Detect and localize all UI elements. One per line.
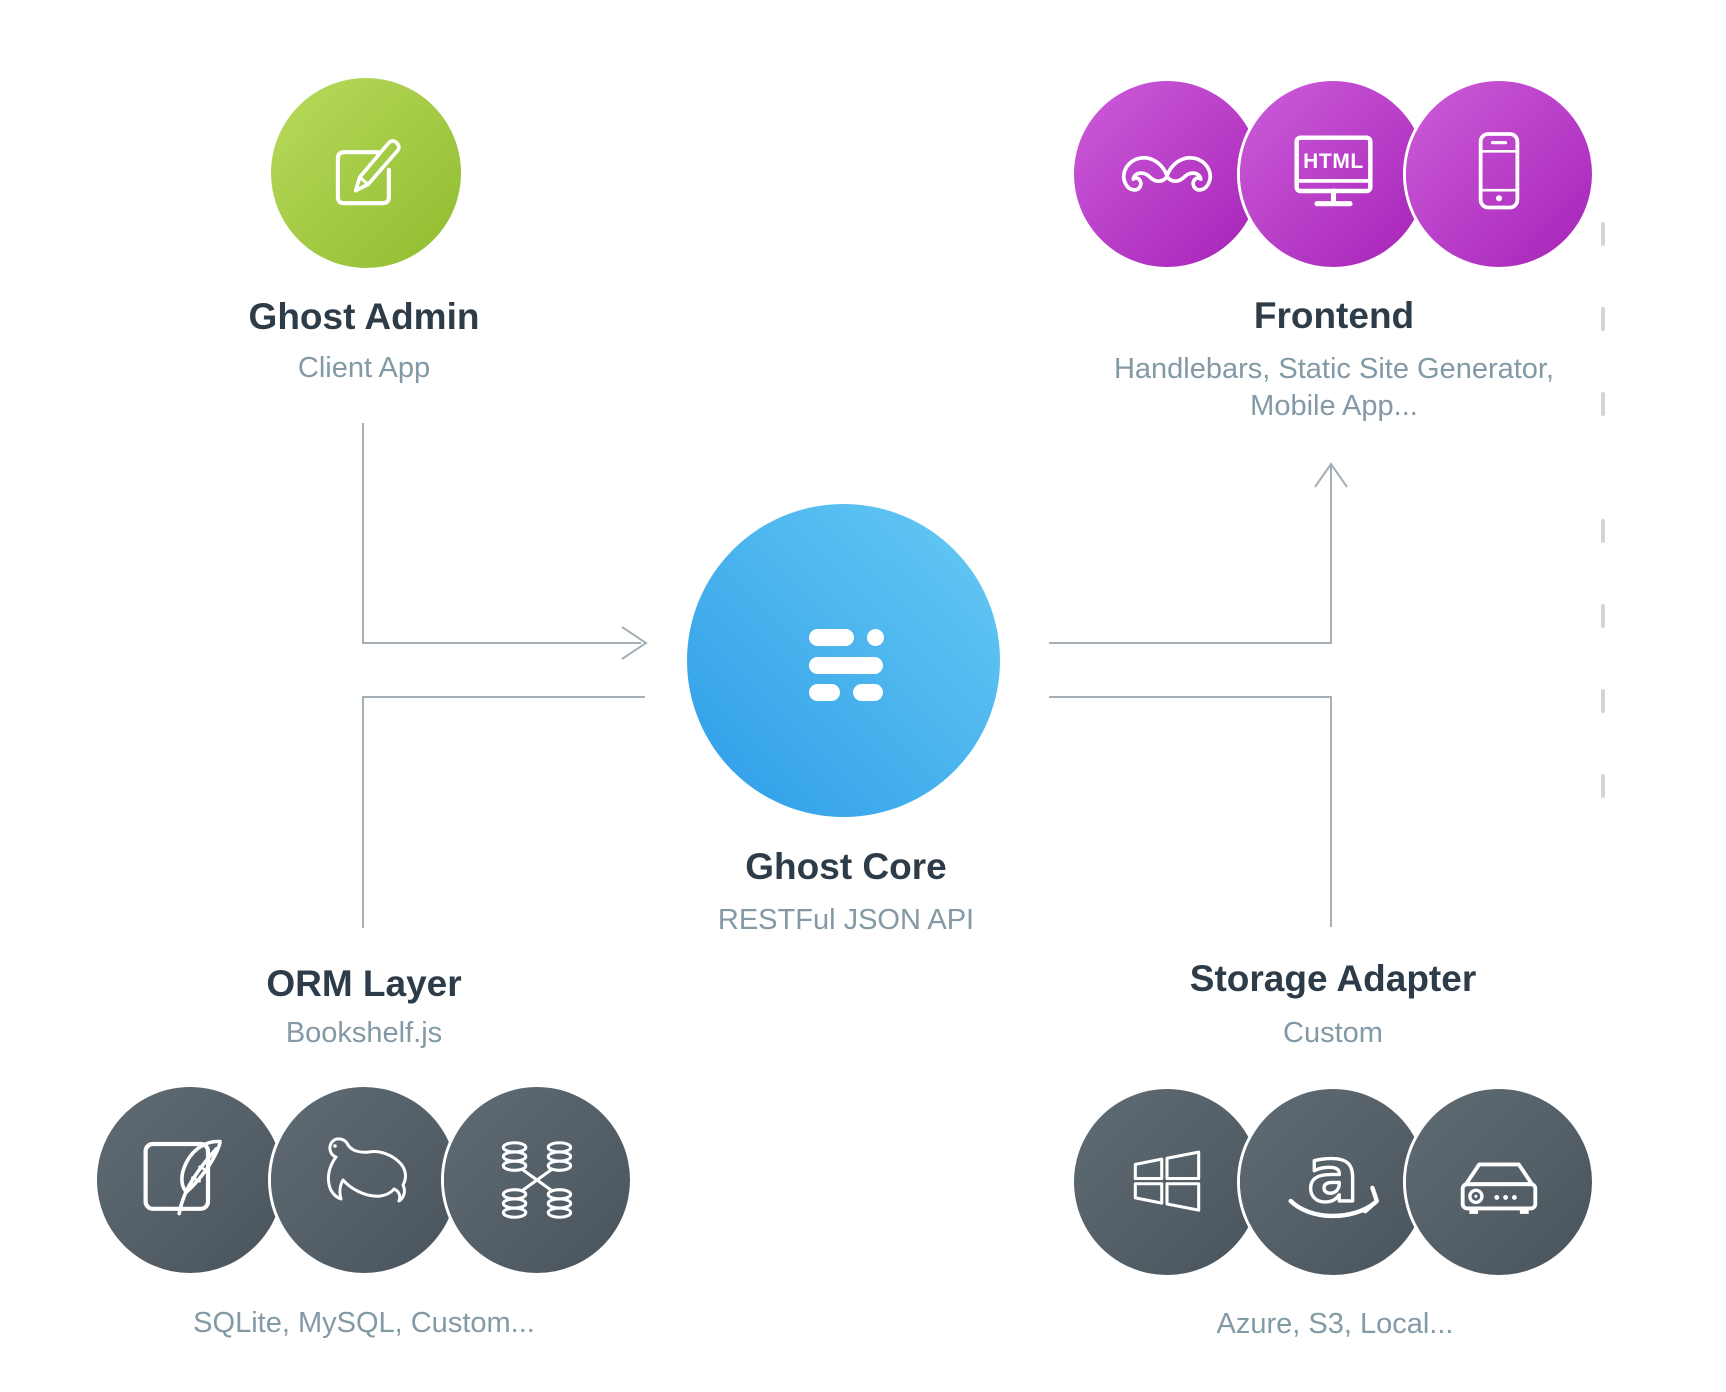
frontend-node-handlebars — [1074, 81, 1260, 267]
ghost-core-title: Ghost Core — [745, 846, 947, 887]
amazon-icon: a — [1288, 1129, 1379, 1221]
line-core-to-frontend — [1049, 465, 1332, 644]
arrowhead-right-icon — [621, 626, 648, 660]
ghost-core-logo-icon — [687, 504, 1000, 817]
storage-node-s3: a — [1240, 1089, 1426, 1275]
orm-layer-caption: SQLite, MySQL, Custom... — [193, 1307, 535, 1339]
database-cluster-icon — [501, 1141, 573, 1219]
amazon-letter: a — [1307, 1131, 1358, 1219]
storage-adapter-title: Storage Adapter — [1189, 958, 1477, 999]
orm-node-sqlite — [97, 1087, 283, 1273]
smartphone-icon — [1478, 132, 1520, 210]
compose-icon — [335, 139, 401, 206]
storage-adapter-subtitle: Custom — [1283, 1017, 1383, 1049]
line-admin-to-core — [362, 423, 641, 644]
arrowhead-up-icon — [1314, 462, 1348, 488]
ghost-core-subtitle: RESTFul JSON API — [717, 904, 975, 936]
ghost-admin-node — [271, 78, 461, 268]
storage-node-azure — [1074, 1089, 1260, 1275]
line-orm-to-core — [362, 696, 645, 928]
windows-icon — [1133, 1150, 1201, 1212]
server-box-icon — [1460, 1162, 1538, 1214]
storage-node-local — [1406, 1089, 1592, 1275]
mysql-dolphin-icon — [326, 1137, 407, 1203]
ghost-admin-title: Ghost Admin — [248, 296, 480, 337]
orm-node-custom-db — [444, 1087, 630, 1273]
ghost-core-node — [687, 504, 1000, 817]
html-monitor-icon: HTML — [1293, 134, 1373, 206]
line-core-to-storage — [1049, 696, 1332, 927]
orm-node-mysql — [271, 1087, 457, 1273]
mustache-icon — [1121, 155, 1213, 192]
frontend-title: Frontend — [1253, 295, 1415, 336]
monitor-label: HTML — [1303, 150, 1364, 173]
frontend-node-mobile — [1406, 81, 1592, 267]
frontend-subtitle-line2: Mobile App... — [1250, 390, 1418, 422]
orm-layer-subtitle: Bookshelf.js — [285, 1017, 443, 1049]
frontend-subtitle-line1: Handlebars, Static Site Generator, — [1113, 353, 1555, 385]
orm-layer-title: ORM Layer — [266, 963, 462, 1004]
frontend-subtitle: Handlebars, Static Site Generator, Mobil… — [1114, 351, 1554, 425]
ghost-admin-subtitle: Client App — [297, 352, 431, 384]
storage-adapter-caption: Azure, S3, Local... — [1216, 1308, 1454, 1340]
frontend-node-html: HTML — [1240, 81, 1426, 267]
sqlite-icon — [143, 1139, 222, 1216]
